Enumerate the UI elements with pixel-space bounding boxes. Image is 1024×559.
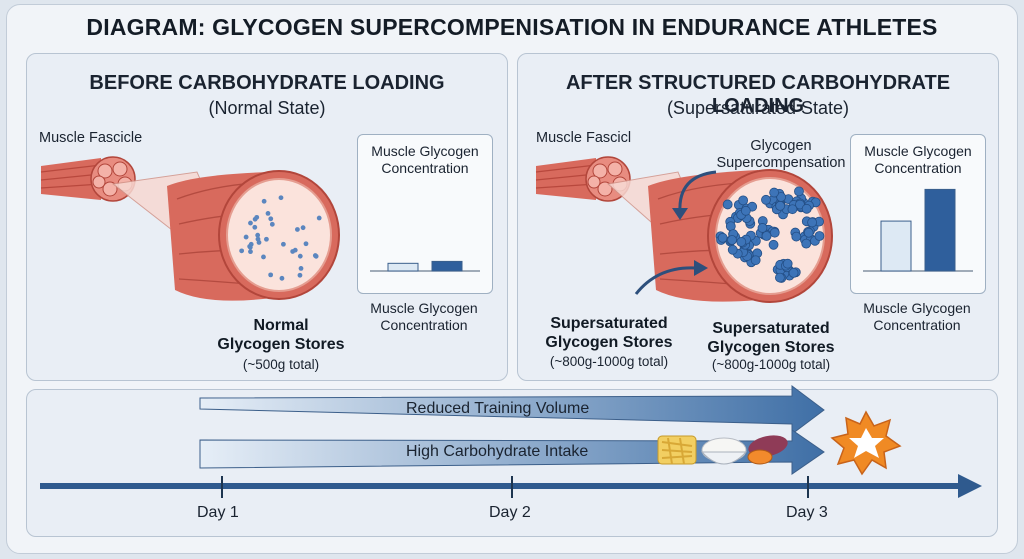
glycogen-granule	[738, 195, 749, 206]
glycogen-dot	[248, 220, 253, 226]
supersaturated-stores-amount-2: (~800g-1000g total)	[711, 357, 831, 372]
glycogen-granule	[787, 204, 798, 215]
glycogen-granule	[736, 237, 747, 247]
reduced-training-label: Reduced Training Volume	[406, 400, 590, 417]
glycogen-granule	[727, 244, 738, 255]
after-subheading: (Supersaturated State)	[666, 98, 850, 118]
before-bar-1	[387, 262, 419, 272]
glycogen-granule	[788, 267, 799, 278]
glycogen-dot	[261, 198, 267, 204]
day-1-label: Day 1	[197, 504, 239, 521]
reduced-training-arrow	[199, 385, 825, 435]
before-bar-2	[431, 260, 463, 272]
supersaturated-glycogen-clusters	[715, 186, 825, 283]
stores-arrow	[634, 266, 697, 295]
normal-stores-label: Normal Glycogen Stores	[217, 317, 345, 353]
glycogen-granule	[769, 187, 780, 198]
normal-stores-amount: (~500g total)	[242, 357, 320, 372]
glycogen-dot	[254, 214, 260, 220]
glycogen-granule	[768, 239, 779, 250]
rice-bowl-icon	[700, 437, 748, 465]
before-chart-axis-label: Muscle Glycogen Concentration	[370, 300, 478, 333]
glycogen-granule	[807, 217, 818, 228]
diagram-title: DIAGRAM: GLYCOGEN SUPERCOMPENISATION IN …	[86, 14, 938, 40]
glycogen-dot	[281, 241, 286, 247]
glycogen-granule	[782, 258, 793, 269]
before-bar-chart	[370, 260, 480, 272]
after-bar-2	[924, 188, 956, 272]
glycogen-dot	[248, 249, 253, 255]
glycogen-dot	[290, 249, 296, 254]
glycogen-dot	[268, 216, 274, 222]
glycogen-dot	[316, 215, 322, 221]
glycogen-granule	[757, 223, 768, 233]
high-carb-label: High Carbohydrate Intake	[406, 443, 589, 460]
after-bar-1	[880, 220, 912, 272]
glycogen-dot	[248, 241, 254, 247]
before-chart-title: Muscle Glycogen Concentration	[371, 143, 479, 176]
glycogen-granule	[775, 272, 785, 283]
glycogen-dot	[294, 227, 300, 232]
after-bar-chart	[863, 188, 973, 272]
glycogen-dot	[303, 241, 309, 247]
after-heading: AFTER STRUCTURED CARBOHYDRATE LOADING	[565, 72, 951, 117]
after-chart-title: Muscle Glycogen Concentration	[864, 143, 972, 176]
glycogen-granule	[769, 227, 780, 238]
glycogen-dot	[239, 248, 245, 254]
supersaturated-stores-label-1: Supersaturated Glycogen Stores	[545, 315, 673, 351]
day-2-label: Day 2	[489, 504, 531, 521]
glycogen-dot	[261, 254, 266, 260]
glycogen-granule	[814, 231, 825, 241]
glycogen-granule	[727, 235, 737, 245]
glycogen-dot	[298, 265, 304, 271]
glycogen-dot	[255, 232, 261, 238]
glycogen-dot	[313, 253, 319, 259]
pasta-icon	[657, 435, 697, 465]
glycogen-granule	[801, 238, 812, 249]
glycogen-dot	[279, 275, 285, 281]
after-concentration-chart: Muscle Glycogen Concentration	[850, 134, 986, 294]
glycogen-granule	[791, 231, 802, 242]
glycogen-dot	[268, 272, 274, 278]
before-heading: BEFORE CARBOHYDRATE LOADING	[89, 72, 445, 94]
glycogen-granule	[776, 192, 787, 202]
glycogen-granule	[740, 205, 751, 216]
glycogen-granule	[794, 186, 804, 197]
supersaturated-stores-amount-1: (~800g-1000g total)	[549, 354, 669, 369]
glycogen-granule	[761, 194, 771, 205]
before-concentration-chart: Muscle Glycogen Concentration	[357, 134, 493, 294]
glycogen-dot	[297, 272, 303, 278]
glycogen-dot	[278, 195, 284, 201]
glycogen-granule	[750, 255, 761, 266]
supercompensation-label: Glycogen Supercompensation	[716, 138, 846, 171]
glycogen-granule	[722, 199, 733, 210]
normal-glycogen-dots	[239, 195, 322, 281]
supersaturated-stores-label-2: Supersaturated Glycogen Stores	[707, 320, 835, 356]
glycogen-dot	[243, 234, 249, 240]
glycogen-dot	[255, 236, 261, 242]
glycogen-granule	[761, 231, 772, 241]
glycogen-dot	[297, 253, 303, 259]
after-chart-axis-label: Muscle Glycogen Concentration	[863, 300, 971, 333]
fascicle-label-right: Muscle Fascicl	[536, 130, 632, 146]
glycogen-dot	[300, 225, 306, 231]
day-3-label: Day 3	[786, 504, 828, 521]
glycogen-dot	[252, 224, 258, 230]
glycogen-granule	[803, 227, 814, 238]
starburst-icon	[830, 410, 902, 476]
after-loading-panel: AFTER STRUCTURED CARBOHYDRATE LOADING (S…	[517, 53, 999, 381]
glycogen-granule	[801, 203, 812, 214]
glycogen-dot	[269, 221, 275, 227]
fascicle-label: Muscle Fascicle	[39, 130, 143, 146]
supercomp-arrow	[678, 170, 717, 213]
glycogen-dot	[264, 236, 269, 242]
sweet-potato-icon	[747, 435, 788, 465]
glycogen-dot	[265, 211, 271, 216]
before-subheading: (Normal State)	[208, 98, 326, 118]
normal-muscle-illustration	[40, 156, 340, 301]
before-loading-panel: BEFORE CARBOHYDRATE LOADING (Normal Stat…	[26, 53, 508, 381]
